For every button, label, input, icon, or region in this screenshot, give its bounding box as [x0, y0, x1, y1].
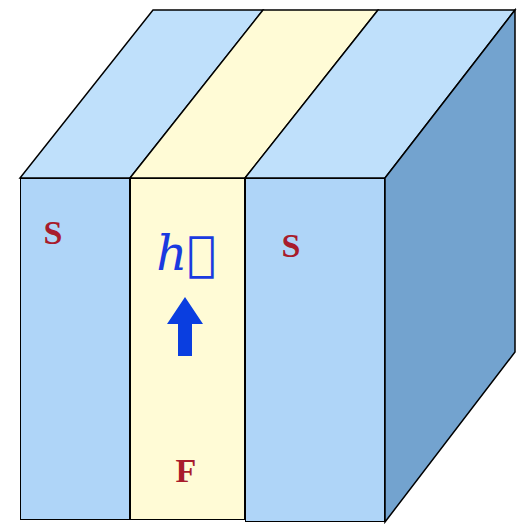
field-arrow-shape: [167, 297, 203, 356]
field-symbol: h⃗: [156, 227, 216, 280]
superconductor-layer: S: [20, 178, 130, 520]
layer-label: S: [282, 227, 301, 264]
layer-label: S: [44, 214, 63, 251]
superconductor-layer: S: [245, 178, 385, 522]
s-side-face: [385, 10, 515, 522]
layer-label: F: [176, 452, 197, 489]
